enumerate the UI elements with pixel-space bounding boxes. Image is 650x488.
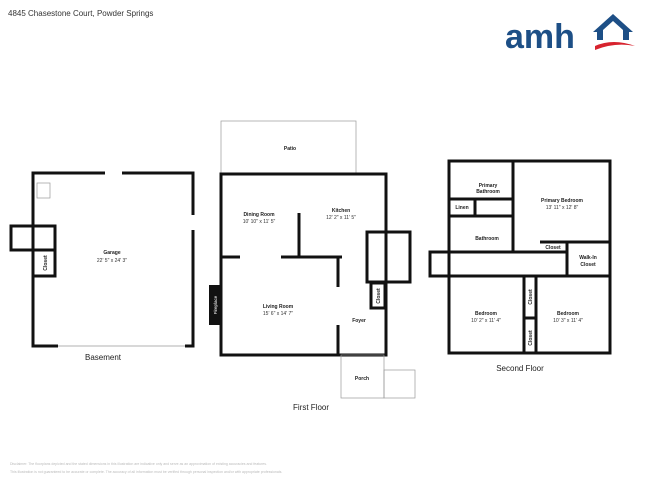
fireplace bbox=[209, 285, 221, 325]
first-floor-closet bbox=[369, 281, 387, 310]
first-floor-stairs[interactable] bbox=[365, 230, 412, 284]
primary-bed-label: Primary Bedroom bbox=[541, 198, 584, 204]
second-floor-title: Second Floor bbox=[496, 364, 544, 373]
foyer-label: Foyer bbox=[352, 318, 366, 324]
closet-label: Closet bbox=[376, 288, 382, 304]
primary-bath-label-1: Primary bbox=[479, 183, 498, 189]
porch-stairs bbox=[383, 369, 416, 399]
walkin-label-1: Walk-In bbox=[579, 255, 597, 261]
dining-label: Dining Room bbox=[243, 212, 275, 218]
house-roof-icon bbox=[593, 14, 633, 40]
logo-text: amh bbox=[505, 18, 575, 52]
closet-b-label: Closet bbox=[528, 330, 534, 346]
basement-title: Basement bbox=[85, 353, 122, 362]
first-floor-title: First Floor bbox=[293, 403, 329, 412]
bedroom-2-label: Bedroom bbox=[557, 311, 580, 317]
bedroom-1-label: Bedroom bbox=[475, 311, 498, 317]
living-dims: 15' 6" x 14' 7" bbox=[263, 311, 293, 317]
linen-label: Linen bbox=[455, 205, 468, 211]
closet-label: Closet bbox=[545, 245, 561, 251]
porch-label: Porch bbox=[355, 376, 369, 382]
garage-label: Garage bbox=[103, 250, 120, 256]
sink-icon bbox=[36, 182, 51, 199]
primary-bed-dims: 13' 11" x 12' 8" bbox=[546, 205, 579, 211]
bathroom-label: Bathroom bbox=[475, 236, 499, 242]
bedroom-2-dims: 10' 3" x 11' 4" bbox=[553, 318, 583, 324]
disclaimer-line-2: This illustration is not guaranteed to b… bbox=[10, 470, 283, 474]
closet-label: Closet bbox=[43, 255, 49, 271]
kitchen-dims: 12' 2" x 11' 5" bbox=[326, 215, 356, 221]
closet-a-label: Closet bbox=[528, 289, 534, 305]
first-floor-plan: Patio Fireplace Closet Dining Room 10' 1… bbox=[209, 120, 416, 412]
swoosh-icon bbox=[595, 42, 635, 50]
living-label: Living Room bbox=[263, 304, 294, 310]
walkin-label-2: Closet bbox=[580, 262, 596, 268]
garage-dims: 22' 5" x 24' 3" bbox=[97, 258, 127, 264]
fireplace-label: Fireplace bbox=[213, 295, 218, 314]
disclaimer-line-1: Disclaimer: The floorplans depicted and … bbox=[10, 462, 267, 466]
kitchen-label: Kitchen bbox=[332, 208, 350, 214]
patio-label: Patio bbox=[284, 146, 296, 152]
property-address: 4845 Chasestone Court, Powder Springs bbox=[8, 9, 154, 18]
second-floor-plan: Primary Bathroom Linen Bathroom Primary … bbox=[428, 159, 612, 373]
upstairs-hall bbox=[428, 250, 569, 278]
primary-bath-label-2: Bathroom bbox=[476, 189, 500, 195]
basement-plan: Closet Garage 22' 5" x 24' 3" Basement bbox=[9, 171, 195, 362]
basement-closet bbox=[31, 248, 57, 278]
amh-logo: amh bbox=[505, 14, 635, 52]
second-floor-walls bbox=[447, 159, 612, 355]
first-floor-walls bbox=[219, 172, 388, 357]
bedroom-1-dims: 10' 2" x 11' 4" bbox=[471, 318, 501, 324]
dining-dims: 10' 10" x 11' 5" bbox=[243, 219, 276, 225]
